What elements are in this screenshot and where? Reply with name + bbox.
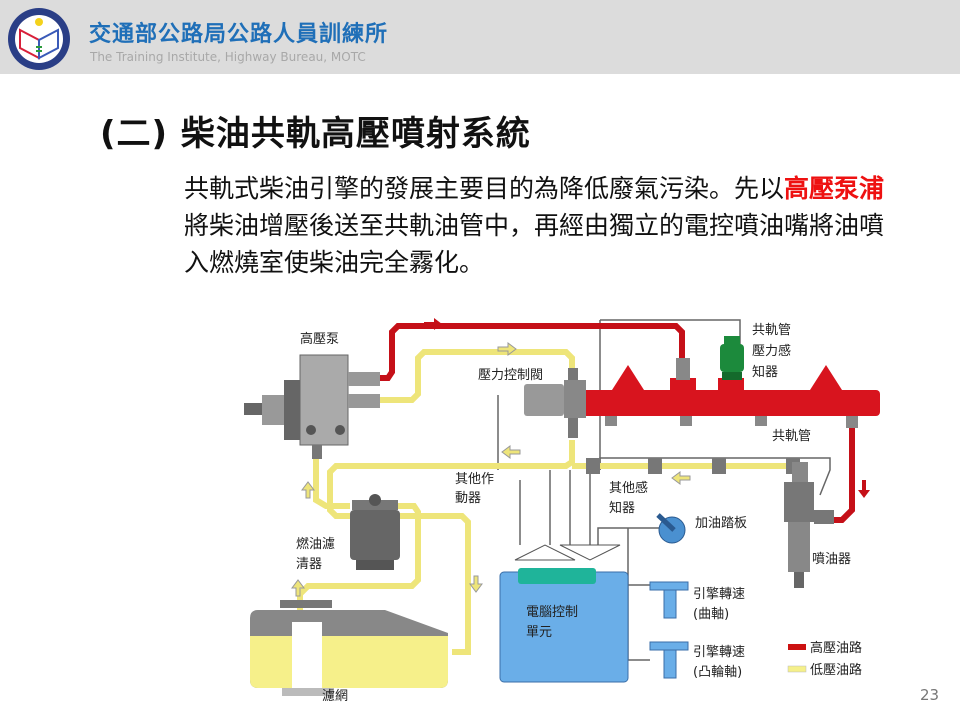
injector-icon bbox=[784, 462, 834, 588]
legend-swatch-high bbox=[788, 644, 806, 650]
common-rail-diagram: 高壓泵 壓力控制閥 共軌管 壓力感 知器 共軌管 其他作 動器 其他感 知器 加… bbox=[244, 318, 880, 704]
highlight-high-pressure-pump: 高壓泵浦 bbox=[784, 174, 885, 203]
high-pressure-line bbox=[380, 323, 855, 523]
label-crank-1: 引擎轉速 bbox=[693, 587, 745, 602]
label-ecu-1: 電腦控制 bbox=[526, 605, 578, 620]
page-number: 23 bbox=[920, 686, 940, 704]
label-filter-1: 燃油濾 bbox=[296, 536, 335, 552]
body-paragraph: 共軌式柴油引擎的發展主要目的為降低廢氣污染。先以高壓泵浦將柴油增壓後送至共軌油管… bbox=[184, 170, 904, 281]
label-rail-sensor-2: 壓力感 bbox=[752, 343, 791, 359]
label-other-actuator-1: 其他作 bbox=[455, 472, 494, 487]
cam-speed-sensor-icon bbox=[649, 641, 689, 679]
fuel-filter-icon bbox=[350, 494, 400, 570]
label-strainer: 濾網 bbox=[322, 689, 348, 704]
label-rail: 共軌管 bbox=[772, 428, 811, 444]
label-cam-1: 引擎轉速 bbox=[693, 645, 745, 660]
label-other-sensor-2: 知器 bbox=[609, 500, 635, 516]
fuel-tank-icon bbox=[250, 600, 448, 696]
label-rail-sensor-3: 知器 bbox=[752, 364, 778, 380]
org-name-zh: 交通部公路局公路人員訓練所 bbox=[89, 22, 389, 47]
label-pedal: 加油踏板 bbox=[695, 516, 747, 531]
label-pressure-valve: 壓力控制閥 bbox=[478, 368, 543, 383]
legend-label-high: 高壓油路 bbox=[810, 640, 862, 656]
paragraph-text-after: 將柴油增壓後送至共軌油管中，再經由獨立的電控噴油嘴將油噴入燃燒室使柴油完全霧化。 bbox=[184, 211, 885, 277]
low-pressure-line bbox=[297, 349, 800, 655]
label-crank-2: (曲軸) bbox=[693, 607, 729, 622]
paragraph-text-before: 共軌式柴油引擎的發展主要目的為降低廢氣污染。先以 bbox=[184, 174, 785, 203]
label-pump: 高壓泵 bbox=[300, 331, 339, 347]
institute-logo-icon bbox=[8, 8, 70, 70]
ecu-icon bbox=[499, 568, 629, 683]
label-cam-2: (凸輪軸) bbox=[693, 664, 742, 680]
header-bar: 交通部公路局公路人員訓練所 The Training Institute, Hi… bbox=[0, 0, 960, 74]
flow-arrows bbox=[291, 318, 870, 597]
label-other-actuator-2: 動器 bbox=[455, 491, 481, 506]
crank-speed-sensor-icon bbox=[649, 581, 689, 619]
rail-pressure-sensor-icon bbox=[720, 336, 744, 380]
high-pressure-pump-icon bbox=[244, 354, 380, 459]
label-injector: 噴油器 bbox=[812, 552, 851, 567]
common-rail bbox=[580, 358, 880, 428]
label-filter-2: 清器 bbox=[296, 557, 322, 572]
org-name-en: The Training Institute, Highway Bureau, … bbox=[90, 50, 366, 64]
label-other-sensor-1: 其他感 bbox=[609, 480, 648, 496]
legend: 高壓油路 低壓油路 bbox=[787, 640, 862, 678]
accelerator-pedal-icon bbox=[656, 513, 686, 544]
ecu-output-arrow bbox=[559, 544, 621, 561]
ecu-input-arrow bbox=[514, 544, 576, 561]
label-ecu-2: 單元 bbox=[526, 625, 552, 640]
legend-swatch-low bbox=[787, 665, 807, 673]
pressure-control-valve-icon bbox=[524, 368, 586, 438]
slide-title: (二) 柴油共軌高壓噴射系統 bbox=[100, 114, 531, 154]
label-rail-sensor-1: 共軌管 bbox=[752, 322, 791, 338]
legend-label-low: 低壓油路 bbox=[810, 662, 862, 678]
